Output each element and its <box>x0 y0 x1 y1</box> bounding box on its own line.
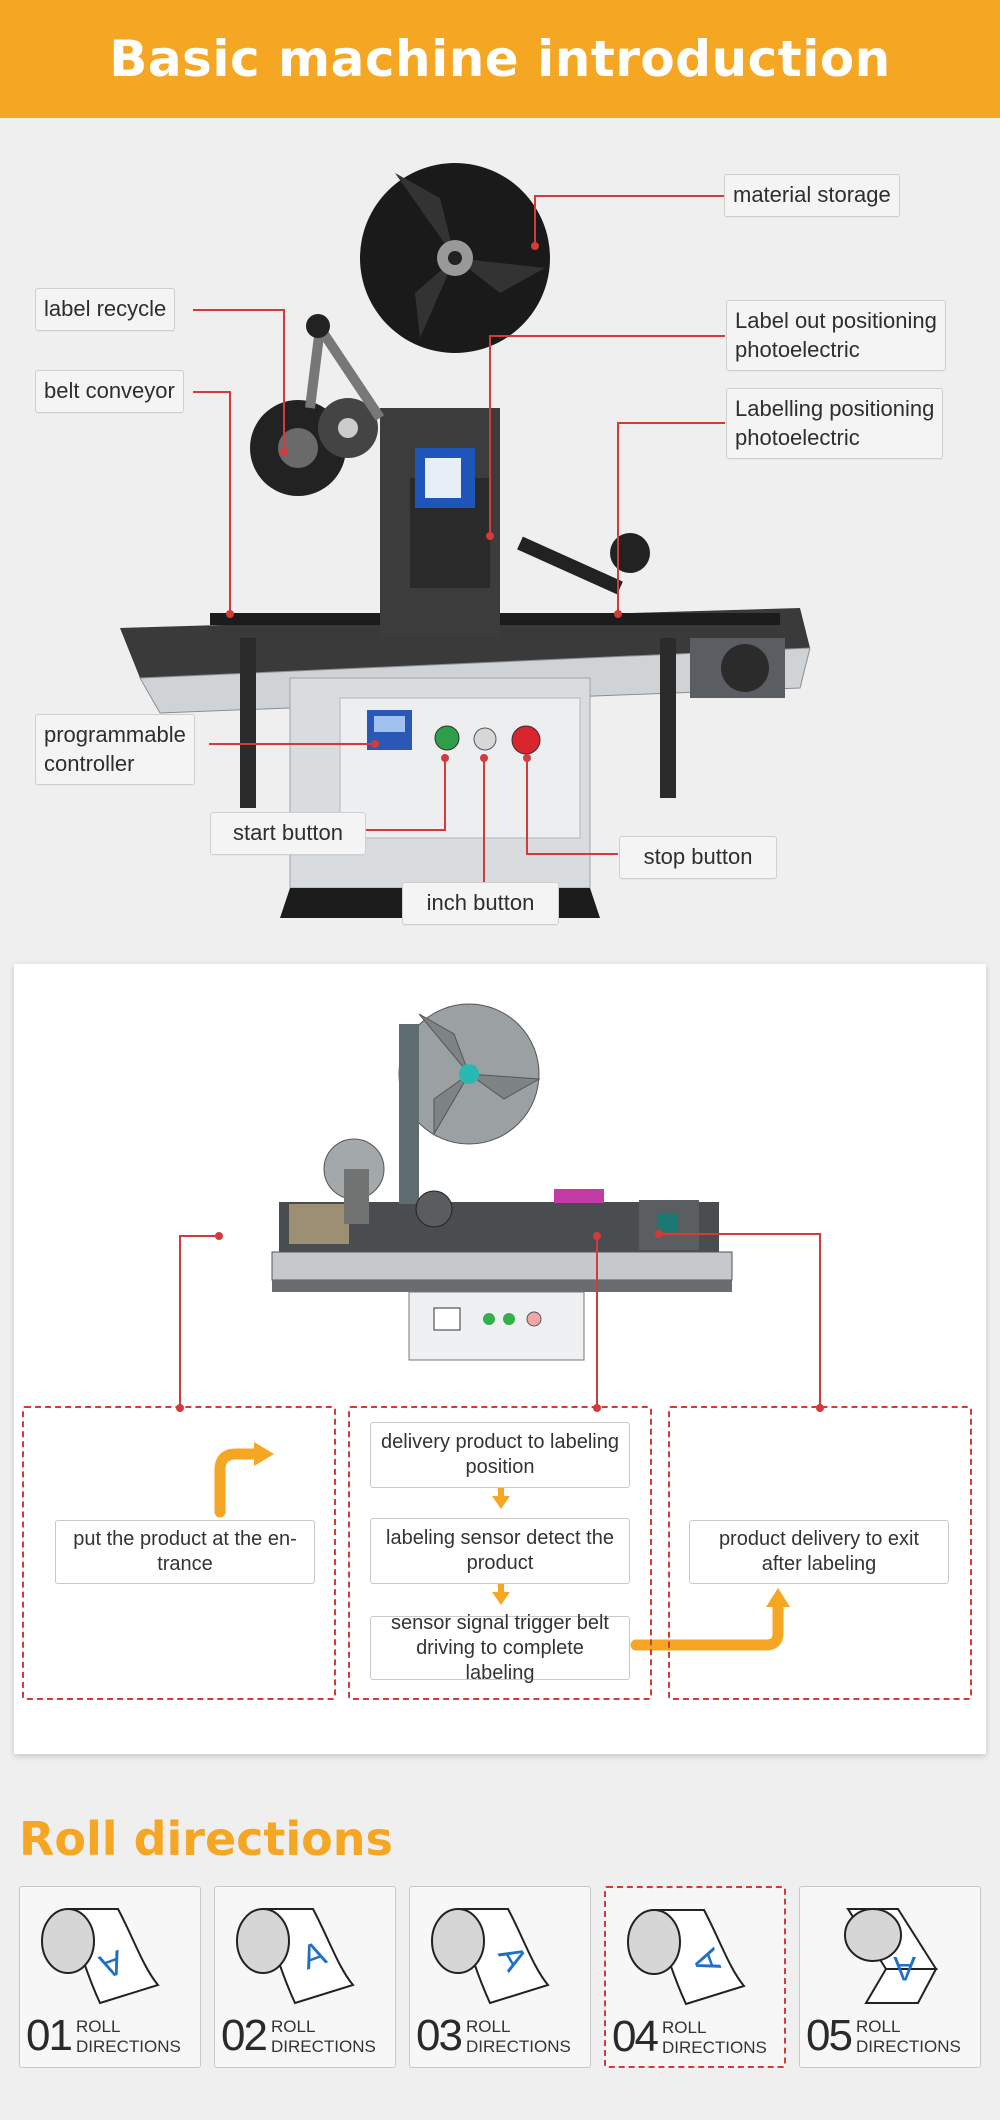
roll-tile-03[interactable]: A 03 ROLL DIRECTIONS <box>409 1886 591 2068</box>
roll-icon: A <box>431 1908 550 2005</box>
stage-labeling-box <box>348 1406 652 1700</box>
callout-lines <box>193 195 725 886</box>
label-label-recycle: label recycle <box>35 288 176 331</box>
roll-tile-number: 01 <box>26 2011 73 2060</box>
stage-exit-box <box>668 1406 972 1700</box>
workflow-diagram <box>176 1003 824 1651</box>
roll-caption-line2: DIRECTIONS <box>856 2037 961 2057</box>
roll-tile-number: 05 <box>806 2011 853 2060</box>
label-label-out-line1: Label out positioning <box>735 308 937 333</box>
callout-dots <box>226 242 622 762</box>
roll-icon: A <box>844 1908 938 2004</box>
flow-sensor: labeling sensor detect the product <box>370 1518 630 1584</box>
roll-tile-caption: ROLL DIRECTIONS <box>856 2017 961 2058</box>
roll-icon: A <box>627 1909 746 2006</box>
roll-tile-01[interactable]: A 01 ROLL DIRECTIONS <box>19 1886 201 2068</box>
roll-tile-number: 03 <box>416 2011 463 2060</box>
page-title: Basic machine introduction <box>109 30 891 88</box>
roll-caption-line2: DIRECTIONS <box>271 2037 376 2057</box>
label-stop-button: stop button <box>619 836 777 879</box>
label-prog-line2: controller <box>44 750 135 776</box>
label-labelling-line1: Labelling positioning <box>735 396 935 421</box>
workflow-card: put the product at the en-trance deliver… <box>14 964 986 1754</box>
label-label-out-positioning: Label out positioning photoelectric <box>726 300 946 372</box>
roll-tile-caption: ROLL DIRECTIONS <box>466 2017 571 2058</box>
roll-directions-title: Roll directions <box>19 1812 393 1866</box>
flow-exit: product delivery to exit after labeling <box>689 1520 949 1584</box>
label-labelling-line2: photoelectric <box>735 424 860 450</box>
flow-arrows <box>214 1448 784 1651</box>
roll-icon: A <box>236 1908 355 2005</box>
roll-caption-line1: ROLL <box>271 2017 316 2036</box>
roll-tile-number: 04 <box>612 2012 659 2061</box>
roll-icon: A <box>41 1908 160 2005</box>
roll-tile-caption: ROLL DIRECTIONS <box>662 2018 767 2059</box>
roll-caption-line2: DIRECTIONS <box>662 2038 767 2058</box>
label-start-button: start button <box>210 812 366 855</box>
roll-tile-04[interactable]: A 04 ROLL DIRECTIONS <box>604 1886 786 2068</box>
roll-tile-caption: ROLL DIRECTIONS <box>76 2017 181 2058</box>
roll-caption-line2: DIRECTIONS <box>76 2037 181 2057</box>
flow-entrance: put the product at the en-trance <box>55 1520 315 1584</box>
roll-direction-tiles: A 01 ROLL DIRECTIONS A 02 ROLL DIRECTION… <box>19 1886 981 2068</box>
machine-introduction-section: material storage label recycle Label out… <box>0 118 1000 948</box>
roll-glyph: A <box>893 1949 916 1987</box>
flow-trigger: sensor signal trigger belt driving to co… <box>370 1612 630 1684</box>
label-label-out-line2: photoelectric <box>735 336 860 362</box>
label-prog-line1: programmable <box>44 722 186 747</box>
roll-caption-line1: ROLL <box>466 2017 511 2036</box>
cad-machine-drawing <box>271 1003 733 1361</box>
machine-drawing <box>120 163 811 918</box>
roll-tile-number: 02 <box>221 2011 268 2060</box>
roll-tile-02[interactable]: A 02 ROLL DIRECTIONS <box>214 1886 396 2068</box>
stage-entrance-box <box>22 1406 336 1700</box>
roll-tile-caption: ROLL DIRECTIONS <box>271 2017 376 2058</box>
roll-caption-line1: ROLL <box>76 2017 121 2036</box>
label-labelling-positioning: Labelling positioning photoelectric <box>726 388 944 460</box>
roll-tile-05[interactable]: A 05 ROLL DIRECTIONS <box>799 1886 981 2068</box>
machine-illustration <box>120 163 811 918</box>
roll-caption-line1: ROLL <box>662 2018 707 2037</box>
flow-arrow-heads <box>254 1442 790 1607</box>
label-material-storage: material storage <box>724 174 900 217</box>
label-inch-button: inch button <box>402 882 559 925</box>
roll-caption-line1: ROLL <box>856 2017 901 2036</box>
header-banner: Basic machine introduction <box>0 0 1000 118</box>
label-belt-conveyor: belt conveyor <box>35 370 184 413</box>
flow-delivery: delivery product to labeling position <box>370 1422 630 1488</box>
roll-caption-line2: DIRECTIONS <box>466 2037 571 2057</box>
label-programmable-controller: programmable controller <box>35 714 195 786</box>
